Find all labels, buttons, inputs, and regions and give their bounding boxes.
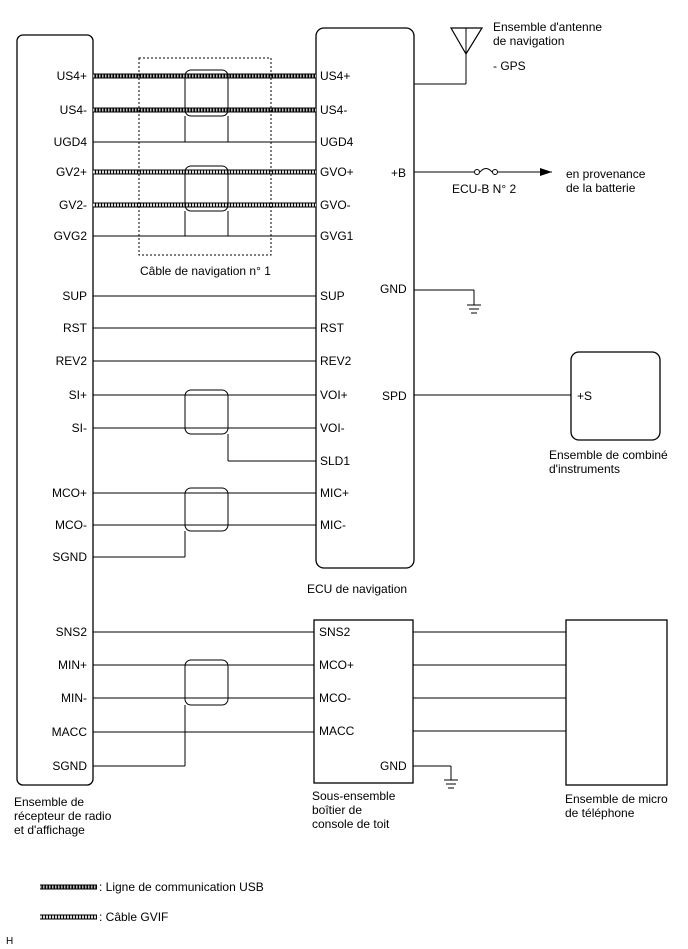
ecu-pin-label: MIC+ (320, 486, 349, 500)
roof-console-pin-label: MCO+ (319, 658, 354, 672)
combimeter-pin: +S (577, 389, 592, 403)
antenna-label-2: de navigation (493, 34, 564, 48)
roof-console-pin-gnd: GND (380, 759, 407, 773)
navigation-cable-label: Câble de navigation n° 1 (140, 264, 271, 278)
radio-pin-label: MIN- (61, 691, 87, 705)
battery-label-2: de la batterie (566, 181, 636, 195)
cable-shields (93, 69, 316, 767)
navigation-ecu-box (315, 27, 415, 569)
ecu-pin-label: UGD4 (320, 135, 354, 149)
radio-receiver-unit-box (16, 34, 94, 786)
battery-label-1: en provenance (566, 167, 646, 181)
radio-pin-label: MCO- (55, 518, 87, 532)
microphone-wires (413, 631, 566, 732)
radio-pin-label: MCO+ (52, 486, 87, 500)
radio-pin-label: SI+ (69, 388, 87, 402)
ecu-pin-label: GVO- (320, 198, 351, 212)
microphone-label-1: Ensemble de micro (565, 792, 668, 806)
radio-pin-label: US4+ (57, 69, 87, 83)
antenna-sub-label: - GPS (493, 59, 526, 73)
ecu-pin-label: MIC- (320, 518, 346, 532)
radio-pin-label: US4- (60, 103, 87, 117)
roof-console-pin-label: MCO- (319, 691, 351, 705)
radio-unit-label-3: et d'affichage (14, 823, 85, 837)
roof-console-box (313, 619, 414, 784)
ecu-pin-label: US4- (320, 103, 347, 117)
radio-unit-label-2: récepteur de radio (14, 809, 112, 823)
microphone-box (565, 619, 668, 786)
usb-communication-lines (93, 73, 316, 113)
legend-usb-label: : Ligne de communication USB (99, 880, 264, 894)
navigation-cable-boundary (138, 57, 272, 256)
ecu-pin-b: +B (391, 166, 406, 180)
legend: : Ligne de communication USB : Câble GVI… (40, 880, 264, 924)
roof-console-label-1: Sous-ensemble (312, 789, 396, 803)
legend-gvif-label: : Câble GVIF (99, 910, 168, 924)
ecu-pin-gnd: GND (380, 282, 407, 296)
ground-icon (414, 289, 481, 314)
radio-pin-label: MACC (52, 725, 88, 739)
roof-console-pin-label: MACC (319, 724, 355, 738)
radio-pin-label: UGD4 (54, 135, 88, 149)
radio-unit-label-1: Ensemble de (14, 795, 84, 809)
radio-pin-label: SI- (72, 421, 87, 435)
microphone-label-2: de téléphone (565, 806, 635, 820)
roof-console-label-3: console de toit (312, 817, 390, 831)
roof-console-pin-label: SNS2 (319, 625, 351, 639)
roof-console-label-2: boîtier de (312, 803, 362, 817)
navigation-ecu-label: ECU de navigation (307, 582, 407, 596)
ecu-pin-label: GVG1 (320, 229, 354, 243)
radio-pin-label: SUP (62, 289, 87, 303)
radio-pin-label: SNS2 (56, 625, 88, 639)
signal-wires (93, 141, 316, 733)
ecu-pin-label: SLD1 (320, 454, 350, 468)
ecu-pin-label: US4+ (320, 69, 350, 83)
radio-pin-label: SGND (52, 550, 87, 564)
ecu-pin-label: GVO+ (320, 165, 354, 179)
antenna-label-1: Ensemble d'antenne (493, 20, 602, 34)
ecu-pin-label: VOI- (320, 421, 345, 435)
ecu-pin-label: SUP (320, 289, 345, 303)
radio-pin-label: GV2+ (56, 165, 87, 179)
battery-arrow-icon (540, 168, 552, 176)
radio-pin-label: SGND (52, 759, 87, 773)
gps-antenna-icon (414, 27, 484, 85)
ecu-pin-label: VOI+ (320, 388, 348, 402)
ecu-pin-label: REV2 (320, 354, 352, 368)
gvif-cable-lines (93, 169, 316, 208)
radio-pin-label: REV2 (56, 354, 88, 368)
radio-pin-label: GVG2 (54, 229, 88, 243)
combimeter-label-2: d'instruments (549, 462, 620, 476)
radio-pin-label: GV2- (59, 198, 87, 212)
footer-code: H (6, 936, 13, 947)
ecu-pin-spd: SPD (382, 389, 407, 403)
combimeter-label-1: Ensemble de combiné (549, 448, 668, 462)
fuse-icon (414, 168, 552, 176)
combimeter-box (570, 351, 661, 441)
radio-pin-label: RST (63, 321, 88, 335)
ground-icon (413, 765, 458, 789)
radio-pin-label: MIN+ (58, 658, 87, 672)
fuse-label: ECU-B N° 2 (452, 182, 516, 196)
ecu-pin-label: RST (320, 321, 345, 335)
